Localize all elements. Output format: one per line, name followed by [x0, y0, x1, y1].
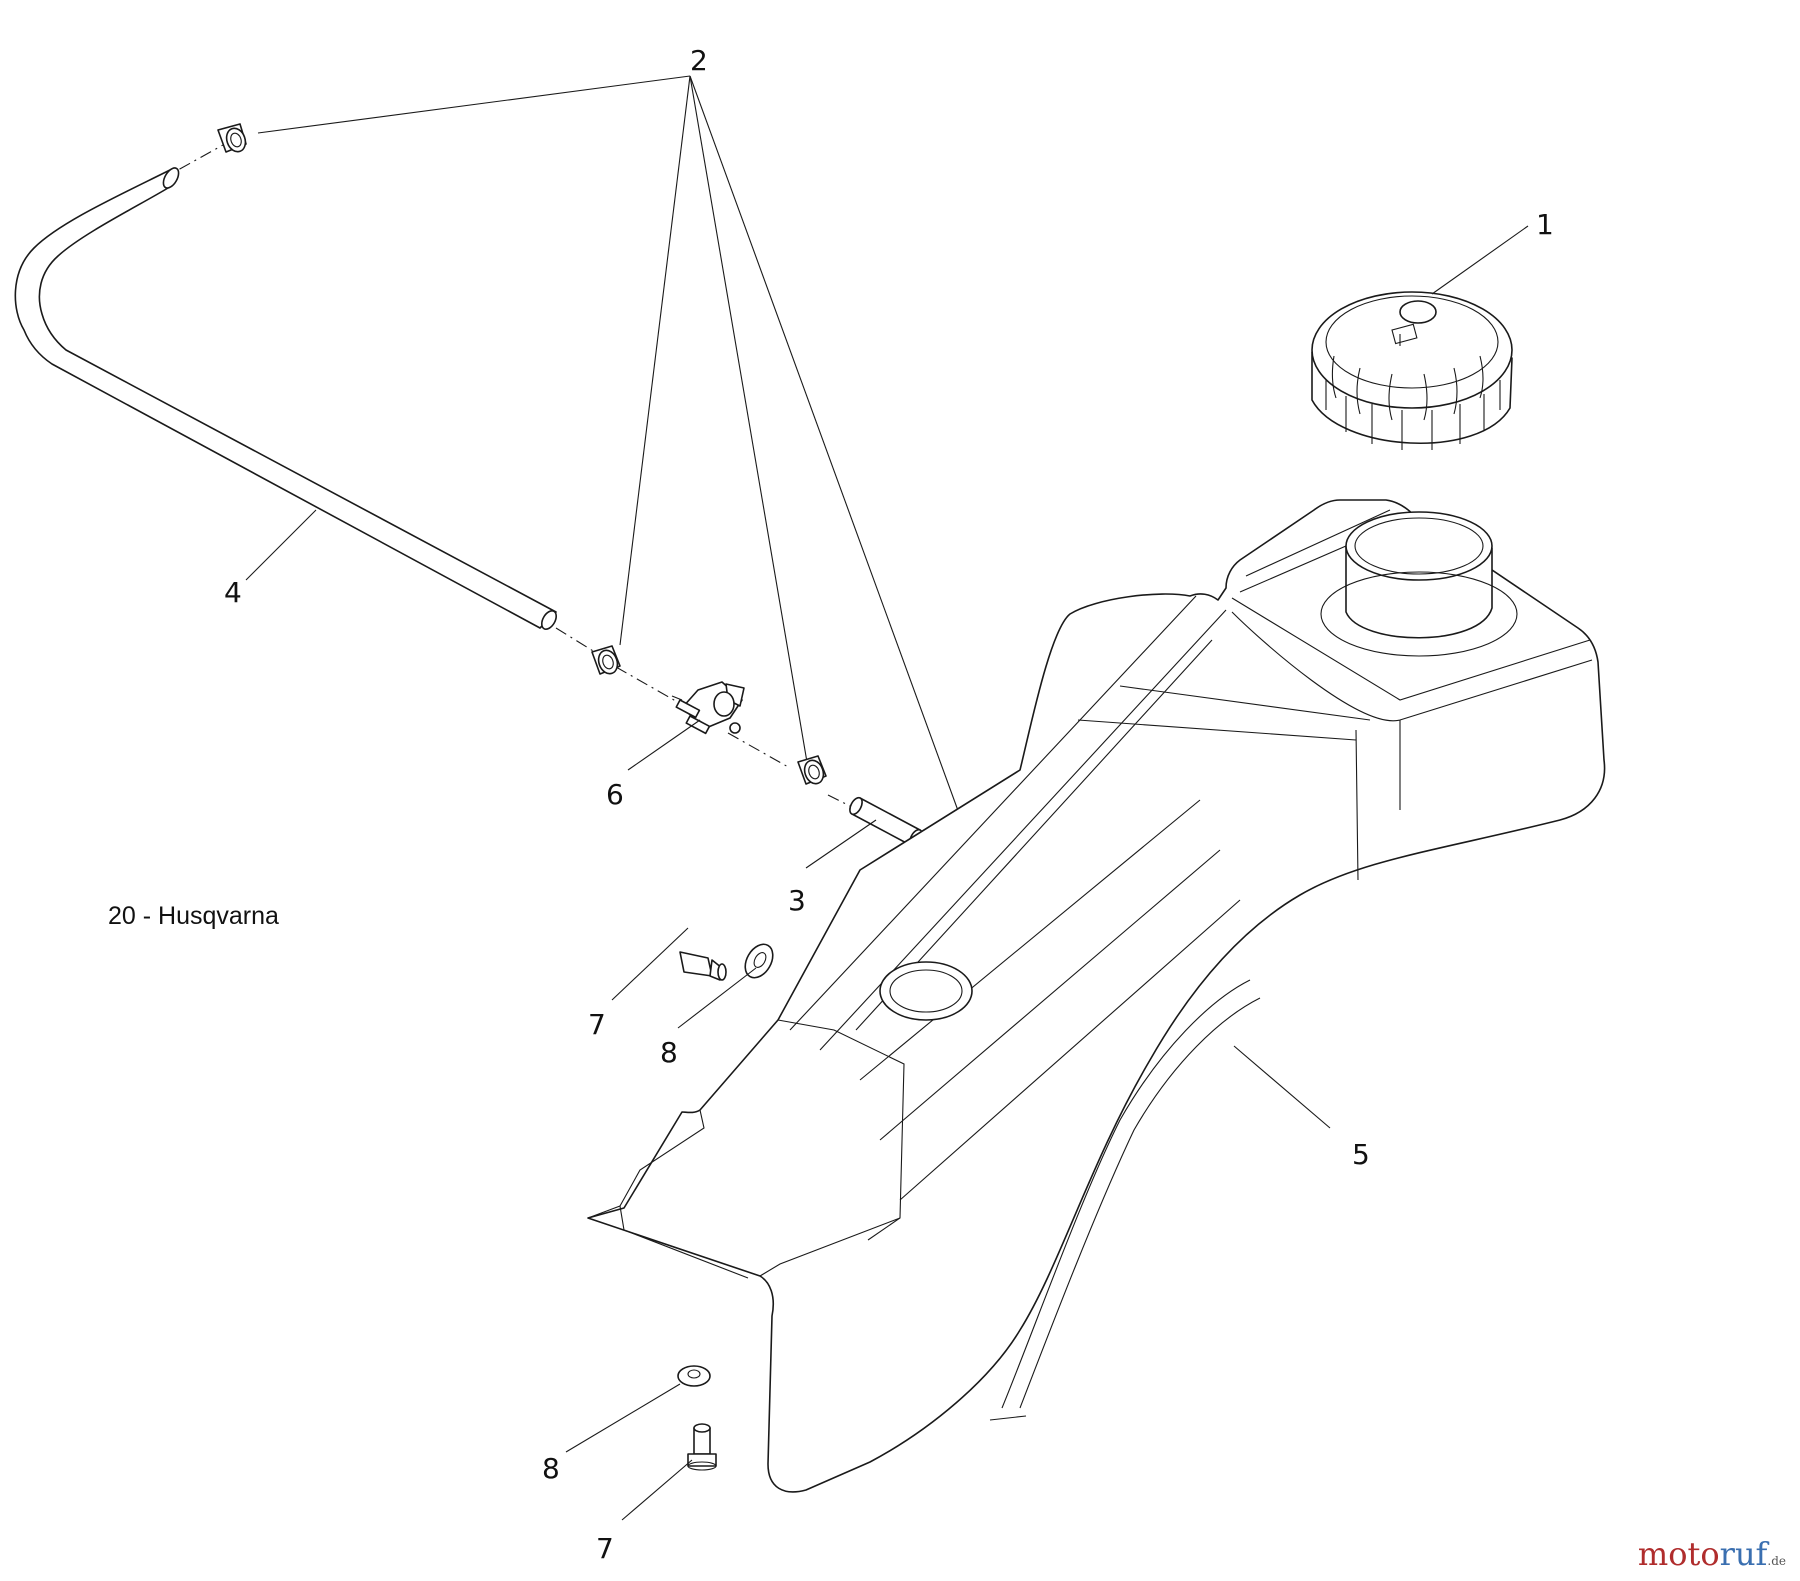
fuel-valve-part-6 [671, 681, 745, 735]
callout-7-upper: 7 [588, 1008, 606, 1041]
diagram-caption: 20 - Husqvarna [108, 902, 279, 930]
callout-6: 6 [606, 778, 624, 811]
callout-2-leaders [257, 75, 969, 839]
hose-clamp-middle [797, 755, 827, 785]
callout-1: 1 [1536, 208, 1554, 241]
assembly-centerline [177, 139, 961, 859]
bolt-part-7-lower [687, 1423, 717, 1471]
fuel-tank-part-5 [587, 499, 1606, 1493]
callout-7-lower: 7 [596, 1532, 614, 1565]
callout-5: 5 [1352, 1138, 1370, 1171]
watermark-tld: .de [1767, 1554, 1786, 1568]
callout-labels: 1 2 3 4 5 6 7 8 8 7 [224, 44, 1554, 1565]
fuel-hose-part-4 [14, 167, 558, 630]
callout-3: 3 [788, 884, 806, 917]
callout-8-lower: 8 [542, 1452, 560, 1485]
callout-2: 2 [690, 44, 708, 77]
watermark-brand-b: ruf [1719, 1535, 1768, 1573]
washer-part-8-lower [677, 1365, 711, 1387]
callout-8-upper: 8 [660, 1036, 678, 1069]
watermark-logo: motoruf.de [1638, 1535, 1786, 1573]
fuel-cap-part-1 [1311, 291, 1513, 450]
callout-4: 4 [224, 576, 242, 609]
callout-leaders [245, 225, 1529, 1521]
watermark-brand-a: moto [1637, 1535, 1720, 1573]
hose-clamp-left [591, 645, 621, 675]
washer-part-8-upper [744, 943, 774, 979]
bolt-part-7-upper [679, 951, 727, 981]
hose-clamp-top [217, 123, 247, 153]
